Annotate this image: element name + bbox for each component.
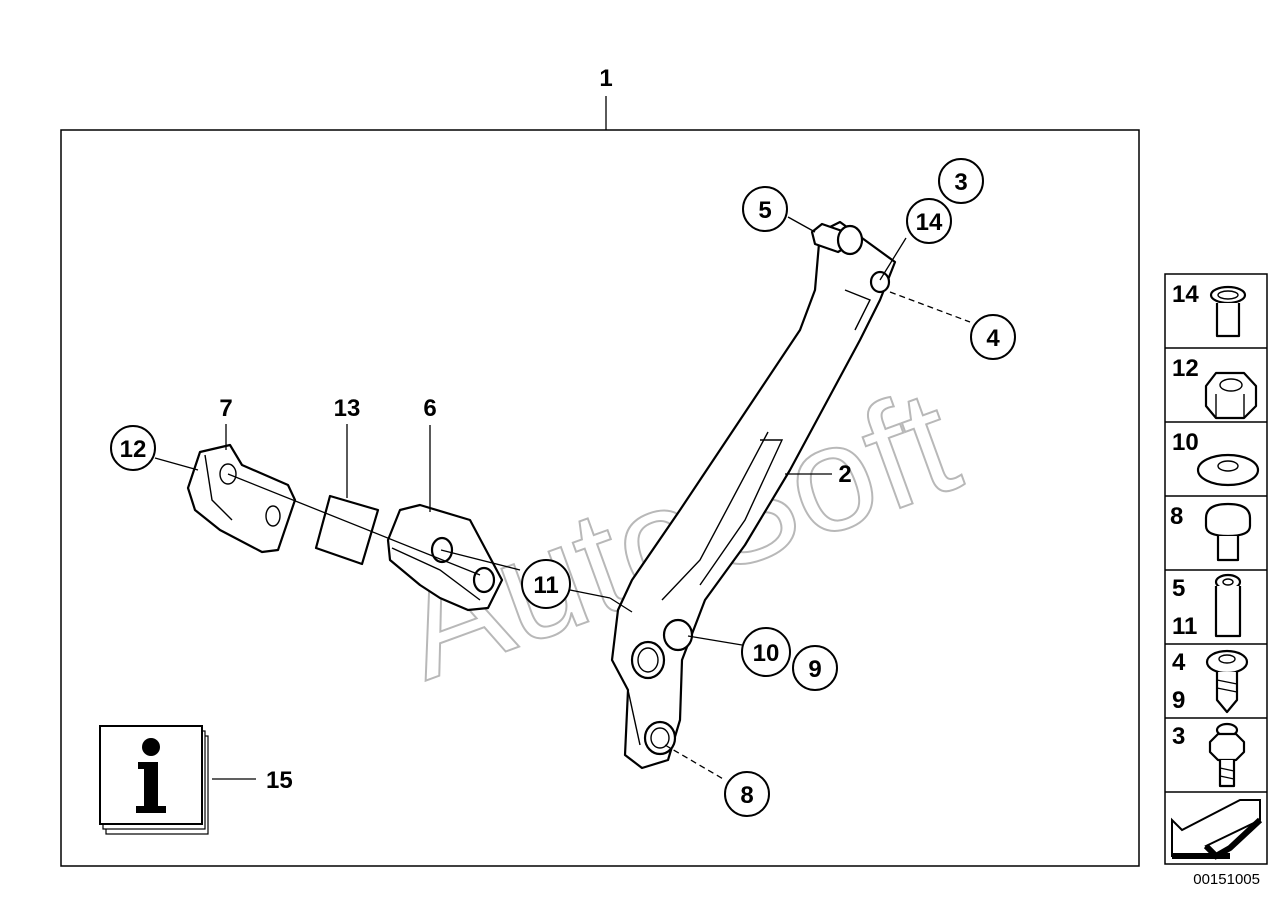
svg-text:12: 12 — [120, 436, 147, 463]
legend-row-5-11[interactable]: 5 11 — [1172, 573, 1242, 640]
pad-part-13[interactable] — [314, 494, 380, 566]
svg-text:10: 10 — [753, 640, 780, 667]
callout-5[interactable]: 5 — [742, 186, 788, 232]
legend-row-12[interactable]: 12 — [1172, 355, 1258, 420]
svg-text:8: 8 — [740, 782, 753, 809]
svg-text:11: 11 — [533, 572, 558, 599]
callout-13[interactable]: 13 — [334, 395, 361, 422]
callout-2[interactable]: 2 — [838, 461, 851, 488]
back-arrow-icon[interactable] — [1171, 799, 1263, 860]
svg-text:4: 4 — [1172, 649, 1186, 676]
svg-text:12: 12 — [1172, 355, 1199, 382]
callout-11[interactable]: 11 — [521, 559, 571, 609]
callout-3[interactable]: 3 — [938, 158, 984, 204]
footrest-lever[interactable] — [610, 220, 897, 770]
bracket-part-7[interactable] — [186, 443, 297, 554]
hex-nut-icon — [1204, 371, 1258, 420]
callout-7[interactable]: 7 — [219, 395, 232, 422]
legend-row-8[interactable]: 8 — [1170, 502, 1252, 562]
svg-text:14: 14 — [1172, 281, 1199, 308]
svg-text:5: 5 — [758, 197, 771, 224]
callout-10[interactable]: 10 — [741, 627, 791, 677]
washer-icon — [1196, 453, 1260, 487]
sleeve-icon — [1209, 285, 1247, 338]
rubber-buffer-icon — [1204, 502, 1252, 562]
svg-text:14: 14 — [916, 209, 943, 236]
info-booklet-icon[interactable] — [99, 725, 209, 835]
callout-15[interactable]: 15 — [266, 767, 293, 794]
legend-row-10[interactable]: 10 — [1172, 429, 1260, 487]
diagram-frame — [60, 129, 1140, 867]
svg-text:5: 5 — [1172, 575, 1185, 602]
hex-bolt-icon — [1208, 722, 1246, 788]
legend-row-4-9[interactable]: 4 9 — [1172, 649, 1249, 714]
callout-14[interactable]: 14 — [906, 198, 952, 244]
pin-icon — [1214, 573, 1242, 638]
holder-part-6[interactable] — [386, 503, 504, 612]
image-code: 00151005 — [1193, 871, 1260, 888]
svg-text:9: 9 — [808, 656, 821, 683]
svg-text:9: 9 — [1172, 687, 1185, 714]
callout-9[interactable]: 9 — [792, 645, 838, 691]
svg-text:3: 3 — [954, 169, 967, 196]
svg-text:10: 10 — [1172, 429, 1199, 456]
callout-6[interactable]: 6 — [423, 395, 436, 422]
svg-text:3: 3 — [1172, 723, 1185, 750]
leader-lines — [154, 216, 971, 781]
svg-text:11: 11 — [1172, 613, 1197, 640]
callout-8[interactable]: 8 — [724, 771, 770, 817]
svg-text:4: 4 — [986, 325, 1000, 352]
callout-4[interactable]: 4 — [970, 314, 1016, 360]
screw-icon — [1205, 649, 1249, 714]
legend-row-14[interactable]: 14 — [1172, 281, 1247, 338]
assembly-number[interactable]: 1 — [599, 65, 612, 92]
legend-row-3[interactable]: 3 — [1172, 722, 1246, 788]
svg-text:8: 8 — [1170, 503, 1183, 530]
callout-12[interactable]: 12 — [110, 425, 156, 471]
